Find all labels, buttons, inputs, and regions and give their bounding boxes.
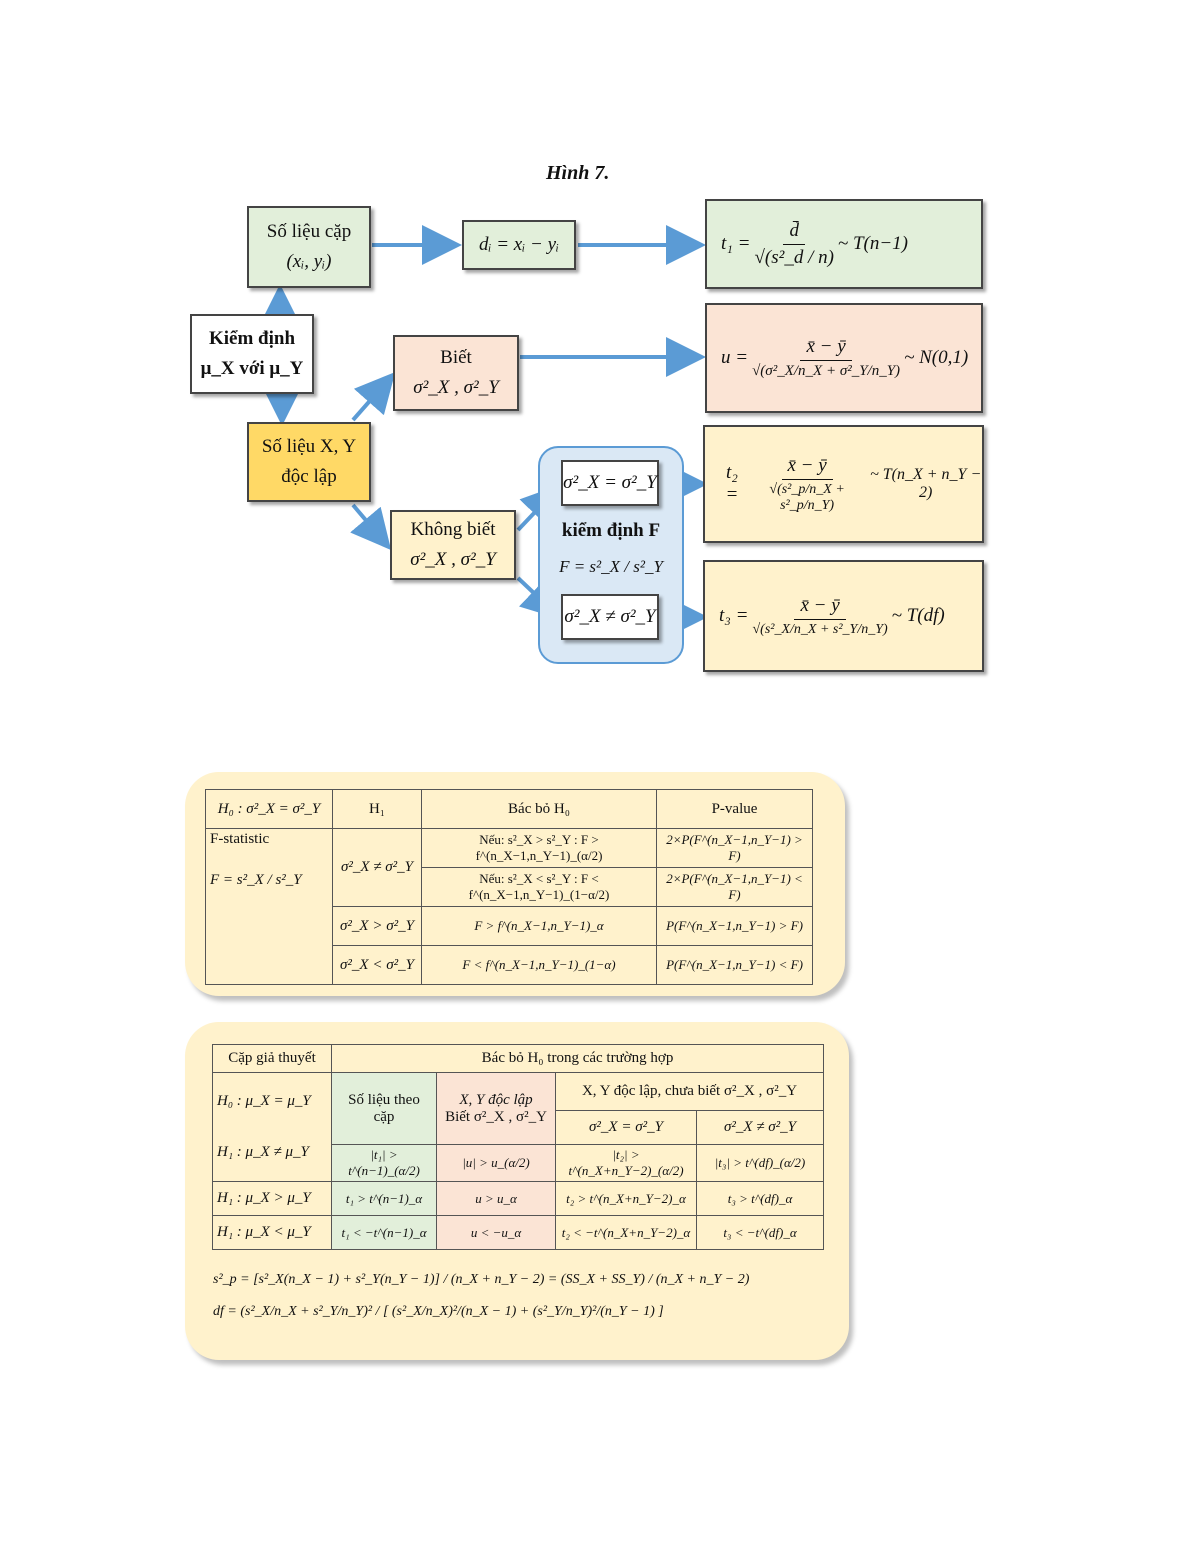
t-table-col-known-line2: Biết σ²_X , σ²_Y [445, 1108, 547, 1125]
f-table-stat-label: F-statistic [210, 831, 270, 847]
f-table-h1-gt: σ²_X > σ²_Y [332, 906, 422, 946]
t-table-col-paired: Số liệu theo cặp [331, 1072, 437, 1145]
known-variance-symbols: σ²_X , σ²_Y [413, 377, 499, 398]
t-table-r2-known: u > u_α [436, 1181, 556, 1216]
t2-lhs: t₂ = [725, 462, 739, 505]
t-table-col-known: X, Y độc lập Biết σ²_X , σ²_Y [436, 1072, 556, 1145]
df-formula: df = (s²_X/n_X + s²_Y/n_Y)² / [ (s²_X/n_… [213, 1304, 664, 1319]
t-table-header-pair: Cặp giả thuyết [212, 1044, 332, 1073]
f-table-stat-cell: F-statistic F = s²_X / s²_Y [205, 828, 333, 985]
t3-formula-box: t₃ = x̄ − ȳ√(s²_X/n_X + s²_Y/n_Y) ~ T(df… [703, 560, 984, 672]
f-table-pvalue-2: 2×P(F^(n_X−1,n_Y−1) < F) [656, 867, 813, 907]
t3-numerator: x̄ − ȳ [794, 595, 846, 620]
t1-lhs: t₁ = [721, 233, 751, 254]
pooled-variance-formula: s²_p = [s²_X(n_X − 1) + s²_Y(n_Y − 1)] /… [213, 1272, 750, 1287]
t-table-col-neq: σ²_X ≠ σ²_Y [696, 1110, 824, 1145]
unequal-variance-label: σ²_X ≠ σ²_Y [564, 606, 656, 627]
t3-denominator: √(s²_X/n_X + s²_Y/n_Y) [752, 621, 888, 637]
t-table-r2-paired: t₁ > t^(n−1)_α [331, 1181, 437, 1216]
independent-data-title: Số liệu X, Y [261, 435, 357, 457]
f-table-pvalue-4: P(F^(n_X−1,n_Y−1) < F) [656, 945, 813, 985]
arrow-independent-known [351, 371, 396, 422]
f-table-header-h0: H₀ : σ²_X = σ²_Y [205, 789, 333, 829]
f-test-panel: H₀ : σ²_X = σ²_Y H₁ Bác bỏ H₀ P-value F-… [185, 772, 845, 996]
f-table-reject-4: F < f^(n_X−1,n_Y−1)_(1−α) [421, 945, 657, 985]
f-table-header-reject: Bác bỏ H₀ [421, 789, 657, 829]
f-table-reject-1: Nếu: s²_X > s²_Y : F > f^(n_X−1,n_Y−1)_(… [421, 828, 657, 868]
equal-variance-box: σ²_X = σ²_Y [561, 460, 659, 506]
t2-formula-box: t₂ = x̄ − ȳ√(s²_p/n_X + s²_p/n_Y) ~ T(n_… [703, 425, 984, 543]
difference-box: dᵢ = xᵢ − yᵢ [462, 220, 576, 270]
t1-numerator: d̄ [783, 220, 805, 245]
t1-distribution: ~ T(n−1) [837, 233, 908, 254]
f-table-h1-lt: σ²_X < σ²_Y [332, 945, 422, 985]
t-test-panel: Cặp giả thuyết Bác bỏ H₀ trong các trườn… [185, 1022, 849, 1360]
t3-distribution: ~ T(df) [891, 605, 945, 626]
test-subtitle: μ_X với μ_Y [200, 358, 304, 379]
paired-data-box: Số liệu cặp (xᵢ, yᵢ) [247, 206, 371, 288]
t-table-hypotheses-cell: H₀ : μ_X = μ_Y H₁ : μ_X ≠ μ_Y [212, 1072, 332, 1182]
t2-numerator: x̄ − ȳ [781, 455, 833, 480]
t-table-r3-eq: t₂ < −t^(n_X+n_Y−2)_α [555, 1215, 697, 1250]
arrow-independent-unknown [350, 503, 392, 551]
t-table-r1-neq: |t₃| > t^(df)_(α/2) [696, 1144, 824, 1182]
unknown-variance-title: Không biết [410, 518, 496, 540]
f-table-reject-3: F > f^(n_X−1,n_Y−1)_α [421, 906, 657, 946]
independent-data-subtitle: độc lập [281, 466, 337, 487]
t-table-col-eq: σ²_X = σ²_Y [555, 1110, 697, 1145]
u-lhs: u = [721, 347, 749, 368]
u-distribution: ~ N(0,1) [904, 347, 969, 368]
t-table-header-reject: Bác bỏ H₀ trong các trường hợp [331, 1044, 824, 1073]
t-table-r2-eq: t₂ > t^(n_X+n_Y−2)_α [555, 1181, 697, 1216]
unknown-variance-box: Không biết σ²_X , σ²_Y [390, 510, 516, 580]
f-table-pvalue-3: P(F^(n_X−1,n_Y−1) > F) [656, 906, 813, 946]
t1-denominator: √(s²_d / n) [754, 246, 834, 268]
t-table-r3-known: u < −u_α [436, 1215, 556, 1250]
t-table-h0: H₀ : μ_X = μ_Y [217, 1093, 311, 1109]
f-table-h1-neq: σ²_X ≠ σ²_Y [332, 828, 422, 907]
t-table-h1-lt: H₁ : μ_X < μ_Y [212, 1215, 332, 1250]
unequal-variance-box: σ²_X ≠ σ²_Y [561, 594, 659, 640]
u-numerator: x̄ − ȳ [800, 336, 852, 361]
paired-data-vars: (xᵢ, yᵢ) [286, 251, 332, 272]
test-box: Kiểm định μ_X với μ_Y [190, 314, 314, 394]
t2-denominator: √(s²_p/n_X + s²_p/n_Y) [769, 481, 845, 513]
t-table-r2-neq: t₃ > t^(df)_α [696, 1181, 824, 1216]
f-table-reject-2: Nếu: s²_X < s²_Y : F < f^(n_X−1,n_Y−1)_(… [421, 867, 657, 907]
known-variance-title: Biết [440, 346, 472, 368]
u-denominator: √(σ²_X/n_X + σ²_Y/n_Y) [752, 363, 901, 379]
difference-formula: dᵢ = xᵢ − yᵢ [478, 234, 560, 255]
paired-data-label: Số liệu cặp [266, 220, 352, 242]
known-variance-box: Biết σ²_X , σ²_Y [393, 335, 519, 411]
t-table-r3-neq: t₃ < −t^(df)_α [696, 1215, 824, 1250]
t-table-r1-paired: |t₁| > t^(n−1)_(α/2) [331, 1144, 437, 1182]
u-formula-box: u = x̄ − ȳ √(σ²_X/n_X + σ²_Y/n_Y) ~ N(0,1… [705, 303, 983, 413]
f-table-header-pvalue: P-value [656, 789, 813, 829]
t-table-col-known-line1: X, Y độc lập [459, 1091, 533, 1108]
unknown-variance-symbols: σ²_X , σ²_Y [410, 549, 496, 570]
independent-data-box: Số liệu X, Y độc lập [247, 422, 371, 502]
t1-formula-box: t₁ = d̄√(s²_d / n) ~ T(n−1) [705, 199, 983, 289]
t-table-h1-gt: H₁ : μ_X > μ_Y [212, 1181, 332, 1216]
f-test-formula: F = s²_X / s²_Y [559, 557, 663, 576]
t2-distribution: ~ T(n_X + n_Y − 2) [870, 466, 982, 501]
f-table-pvalue-1: 2×P(F^(n_X−1,n_Y−1) > F) [656, 828, 813, 868]
f-table-header-h1: H₁ [332, 789, 422, 829]
figure-title: Hình 7. [546, 162, 610, 184]
equal-variance-label: σ²_X = σ²_Y [563, 472, 657, 493]
f-test-table: H₀ : σ²_X = σ²_Y H₁ Bác bỏ H₀ P-value F-… [205, 789, 813, 985]
t3-lhs: t₃ = [719, 605, 749, 626]
f-test-label: kiểm định F [561, 520, 661, 541]
t-table-r1-known: |u| > u_(α/2) [436, 1144, 556, 1182]
t-test-table: Cặp giả thuyết Bác bỏ H₀ trong các trườn… [212, 1044, 824, 1250]
test-title: Kiểm định [208, 327, 296, 349]
t-table-h1-neq: H₁ : μ_X ≠ μ_Y [217, 1144, 309, 1160]
t-table-r3-paired: t₁ < −t^(n−1)_α [331, 1215, 437, 1250]
t-table-col-unknown: X, Y độc lập, chưa biết σ²_X , σ²_Y [555, 1072, 824, 1111]
f-table-stat-formula: F = s²_X / s²_Y [210, 872, 302, 888]
t-table-r1-eq: |t₂| > t^(n_X+n_Y−2)_(α/2) [555, 1144, 697, 1182]
